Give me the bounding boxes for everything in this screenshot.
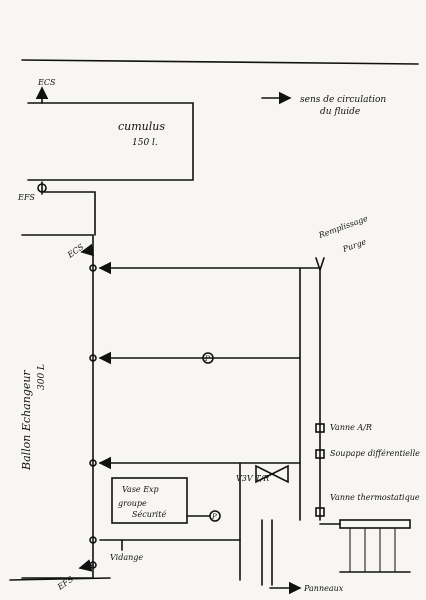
vase-label-3: Sécurité: [132, 510, 166, 519]
vase-label-1: Vase Exp: [122, 485, 159, 494]
vanne-ar-label: Vanne A/R: [330, 423, 372, 432]
pump-low: [209, 510, 221, 522]
ballon-volume: 300 L: [37, 364, 47, 390]
efs-bottom-label: EFS: [55, 574, 75, 592]
pump-low-label: P: [211, 513, 217, 521]
port-3: [89, 459, 97, 467]
panel-arrows: [349, 528, 396, 572]
vase-expansion-box: [111, 477, 188, 524]
efs-top-label: EFS: [17, 193, 35, 202]
vanne-ar-symbol: [315, 423, 325, 433]
port-4: [89, 536, 97, 544]
ecs-top-label: ECS: [37, 78, 56, 87]
pump-mid-label: P: [204, 355, 210, 363]
efs-bottom-pipe: [78, 559, 94, 572]
legend-text-2: du fluide: [320, 107, 360, 117]
pump-mid: [202, 352, 214, 364]
v3v-symbol: [255, 464, 289, 484]
vanne-thermo-symbol: [315, 507, 325, 517]
panel-collector: [339, 519, 411, 529]
vase-label-2: groupe: [118, 499, 147, 508]
top-rule: [21, 59, 419, 65]
remplissage-label-1: Remplissage: [317, 214, 370, 240]
ballon-tank: [21, 234, 94, 579]
v3v-label: V3V T/R: [236, 474, 269, 483]
soupape-label: Soupape différentielle: [330, 449, 420, 458]
lower-connection: [99, 539, 241, 581]
remplissage-label-2: Purge: [341, 237, 368, 254]
efs-top-pipe: [41, 181, 96, 236]
ecs-ballon-label: ECS: [65, 242, 86, 260]
cumulus-name: cumulus: [118, 120, 165, 133]
cumulus-tank: [27, 102, 194, 181]
port-1: [89, 264, 97, 272]
bottom-rule: [9, 577, 111, 581]
port-2: [89, 354, 97, 362]
vidange-label: Vidange: [110, 553, 143, 562]
legend-text-1: sens de circulation: [300, 95, 386, 105]
ecs-ballon-pipe: [80, 243, 95, 257]
panneaux-label: Panneaux: [303, 584, 344, 593]
soupape-symbol: [315, 449, 325, 459]
panel-return: [261, 519, 273, 586]
vanne-thermo-label: Vanne thermostatique: [330, 493, 420, 502]
ballon-name: Ballon Echangeur: [20, 370, 33, 471]
cumulus-volume: 150 l.: [132, 138, 158, 148]
